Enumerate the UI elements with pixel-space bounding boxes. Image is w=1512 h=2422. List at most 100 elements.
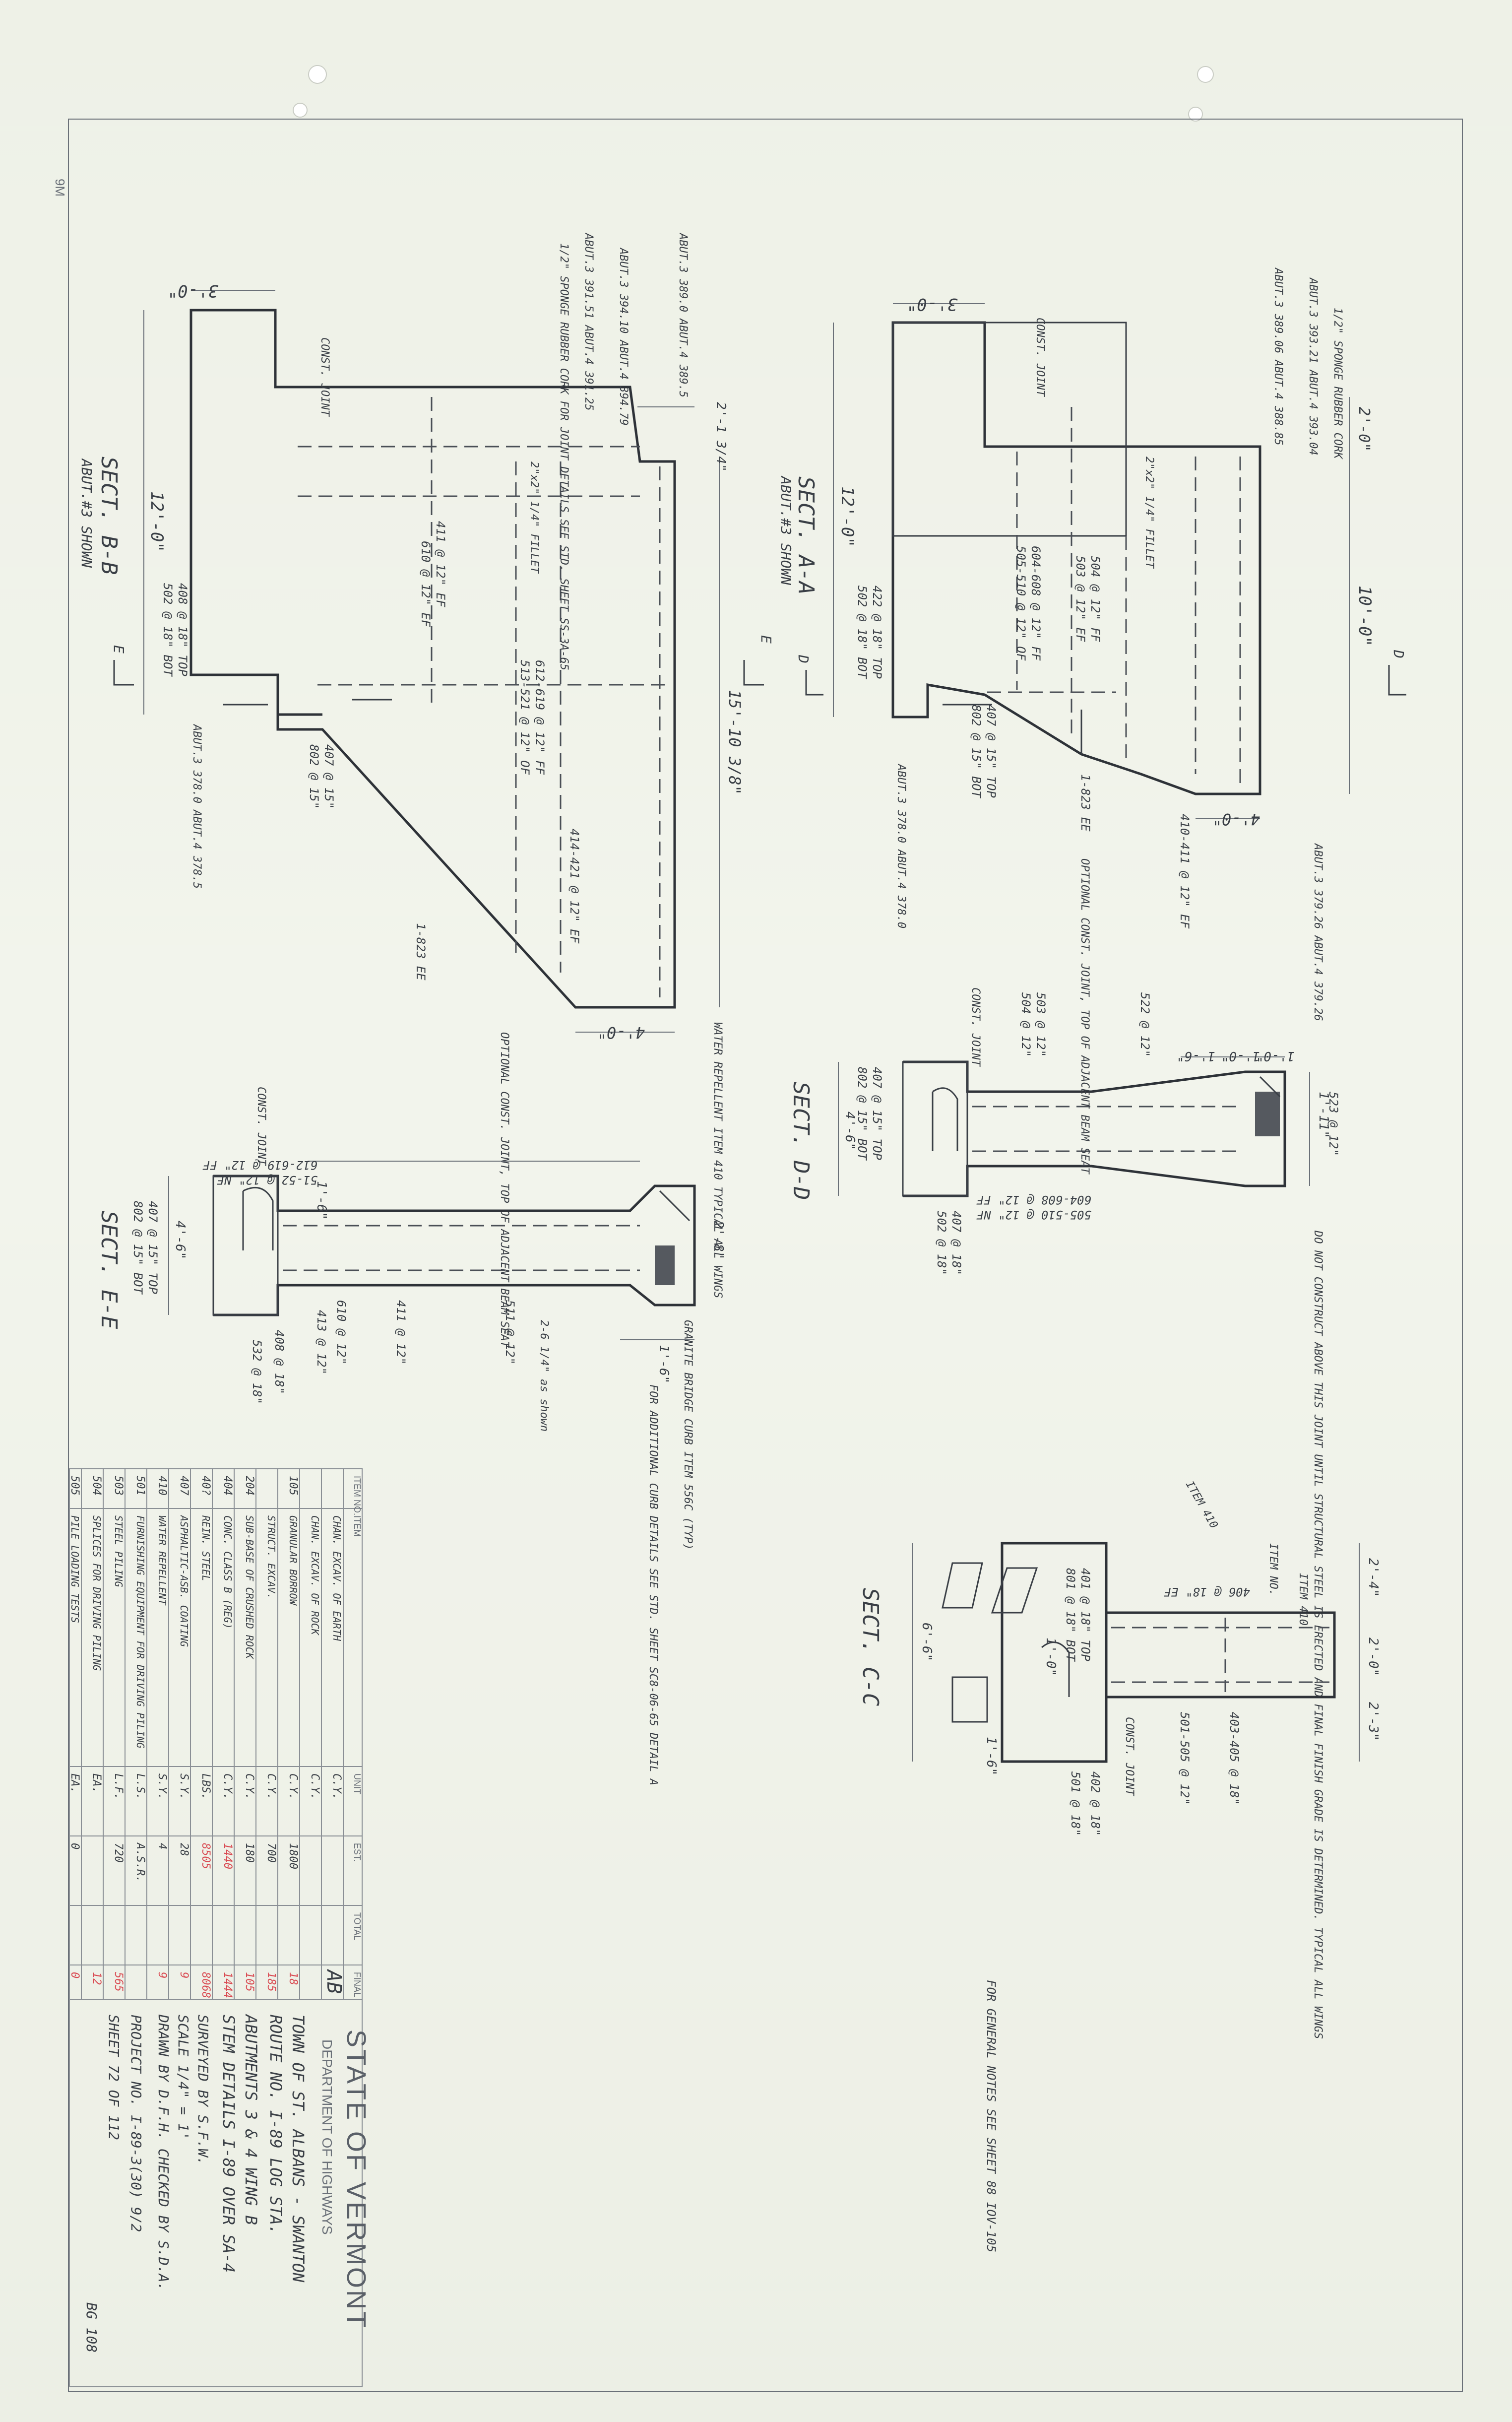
binder-hole-right [1197,66,1214,83]
sheet-border [68,119,1463,2392]
section-dd-optional: OPTIONAL CONST. JOINT, TOP OF ADJACENT B… [1078,858,1091,1175]
section-aa-bars-8: 802 @ 15" BOT [969,705,983,798]
title-project: PROJECT NO. I-89-3(30) 9/2 [128,2015,144,2232]
section-dd-title: SECT. D-D [788,1082,814,1200]
section-aa-abut-top2: ABUT.3 389.06 ABUT.4 388.85 [1272,267,1284,446]
qt-cell-item: PILE LOADING TESTS [69,1515,81,1623]
section-bb: 3'-0" 12'-0" 15'-10 3/8" 4'-0" 2'-1 3/4"… [78,232,744,1349]
section-cc-block-2 [991,1567,1038,1614]
section-cc-bars-2: 801 @ 18" BOT [1064,1568,1077,1662]
qt-cell-no: 204 [243,1476,255,1496]
qt-cell-final: 0 [68,1972,81,1978]
title-desc-2: STEM DETAILS I-89 OVER SA-4 [219,2015,238,2273]
qt-cell-est: 1800 [287,1843,299,1869]
section-bb-subtitle: ABUT.#3 SHOWN [78,458,95,568]
section-cc-dim-a: 6'-6" [919,1623,934,1661]
title-drawn: DRAWN BY D.F.H. CHECKED BY S.D.A. [155,2014,172,2291]
qt-cell-no: 407 [178,1476,190,1496]
section-cc-const-joint: CONST. JOINT [1123,1717,1135,1797]
qt-cell-item: ASPHALTIC-ASB. COATING [178,1514,190,1647]
binder-hole-left-2 [293,103,308,118]
title-surveyed: SURVEYED BY S.F.W. [195,2015,211,2165]
section-cc-bars-5: 403-405 @ 18" [1227,1712,1241,1805]
qt-cell-item: SUB-BASE OF CRUSHED ROCK [244,1515,255,1660]
section-dd-dim-e: 4'-6" [842,1112,857,1150]
general-notes: FOR GENERAL NOTES SEE SHEET 88 IOV-105 [984,1980,998,2252]
title-block-frame [69,1999,363,2387]
title-initials: AB [322,1968,345,1994]
qt-cell-est: 8505 [199,1843,212,1869]
title-block: STATE OF VERMONT DEPARTMENT OF HIGHWAYS … [69,1968,371,2387]
section-ee-curb [655,1245,675,1285]
section-bb-bars-4: 513-521 @ 12" OF [518,660,532,775]
section-aa-cut-e: E [758,635,774,644]
section-aa-cut-d-right: D [1390,650,1407,658]
section-cc-block-3 [951,1676,988,1723]
section-bb-abut-bottom: ABUT.3 378.0 ABUT.4 378.5 [190,723,203,889]
section-dd: SECT. D-D 1'-6" 1'-0" 1'-0" 1'-11" 4'-6"… [788,858,1340,2039]
qt-cell-unit: LBS. [199,1773,212,1800]
qt-cell-unit: EA. [68,1773,81,1793]
qt-cell-unit: EA. [90,1773,103,1793]
section-bb-cut-arrow [113,660,134,686]
section-ee-bars-9: 408 @ 18" [272,1330,286,1394]
section-bb-outline [189,309,676,1009]
section-ee-footing [212,1175,279,1316]
section-bb-bars-8: 802 @ 15" [307,744,321,809]
qt-cell-final: 18 [287,1972,299,1985]
section-aa-subtitle: ABUT.#3 SHOWN [778,475,794,585]
section-aa-bars-7: 407 @ 15" TOP [984,705,998,798]
qt-cell-est: 4 [156,1843,168,1849]
section-dd-curb-line [1259,1076,1281,1098]
section-dd-bars-10: 523 @ 12" [1326,1092,1340,1156]
section-cc-bars-3: 406 @ 18" EF [1164,1585,1250,1599]
binder-hole-left [308,65,327,84]
section-cc-block-1 [942,1562,983,1609]
section-bb-bars-1: 411 @ 12" EF [434,521,447,607]
section-ee-bars-2: 51-52 @ 12" NF [217,1173,317,1187]
qt-header: TOTAL [352,1912,362,1940]
section-aa-bars-1: 604-608 @ 12" FF [1029,546,1043,661]
title-desc-1: ABUTMENTS 3 & 4 WING B [242,2014,260,2225]
binder-hole-right-2 [1188,107,1203,122]
qt-cell-final: 9 [178,1972,190,1978]
qt-cell-est: 700 [265,1843,277,1863]
section-ee-bars-11: 2-6 1/4" as shown [538,1320,550,1432]
qt-cell-final: 565 [112,1972,125,1992]
section-bb-abut-mid: ABUT.3 389.0 ABUT.4 389.5 [677,232,689,397]
section-ee-bars-5: 610 @ 12" [334,1300,348,1365]
section-ee-hook [242,1186,274,1250]
qt-header: ITEM NO. [352,1476,362,1515]
title-sheet-code: BG 108 [83,2302,100,2353]
qt-cell-final: 12 [90,1972,103,1985]
section-aa-cork: 1/2" SPONGE RUBBER CORK [1331,308,1344,459]
section-ee-bars-6: 413 @ 12" [315,1310,328,1375]
section-cc-dim-e: 2'-0" [1366,1637,1381,1676]
qt-cell-unit: C.Y. [330,1773,343,1800]
section-aa-outline [891,321,1261,795]
qt-cell-final: 1444 [221,1972,234,1998]
section-dd-bars-4: 802 @ 15" BOT [855,1067,869,1161]
section-aa-dim-height-text: 12'-0" [837,486,857,547]
section-aa-bars-4: 503 @ 12" EF [1073,556,1087,642]
section-dd-bars-5: 522 @ 12" [1138,992,1152,1057]
qt-cell-item: STRUCT. EXCAV. [265,1515,277,1599]
section-aa-title: SECT. A-A [793,476,819,594]
qt-cell-final: 105 [243,1972,255,1992]
section-dd-warning: DO NOT CONSTRUCT ABOVE THIS JOINT UNTIL … [1312,1230,1324,2039]
qt-cell-est: 180 [243,1843,255,1863]
section-bb-cork-note: 1/2" SPONGE RUBBER CORK FOR JOINT DETAIL… [558,243,570,670]
section-dd-bars-9: 502 @ 18" [935,1211,948,1275]
section-bb-abut-top: ABUT.3 394.10 ABUT.4 394.79 [617,247,630,426]
qt-cell-item: CHAN. EXCAV. OF ROCK [309,1515,321,1636]
section-bb-cut-e: E [111,645,127,654]
section-dd-bars-2: 504 @ 12" [1019,992,1033,1057]
qt-header: UNIT [352,1773,362,1794]
section-aa-bar-ee: 1-823 EE [1078,774,1092,832]
section-bb-title: SECT. B-B [96,457,122,575]
section-ee-title: SECT. E-E [96,1211,122,1329]
section-aa-cut-d: D [795,655,812,663]
